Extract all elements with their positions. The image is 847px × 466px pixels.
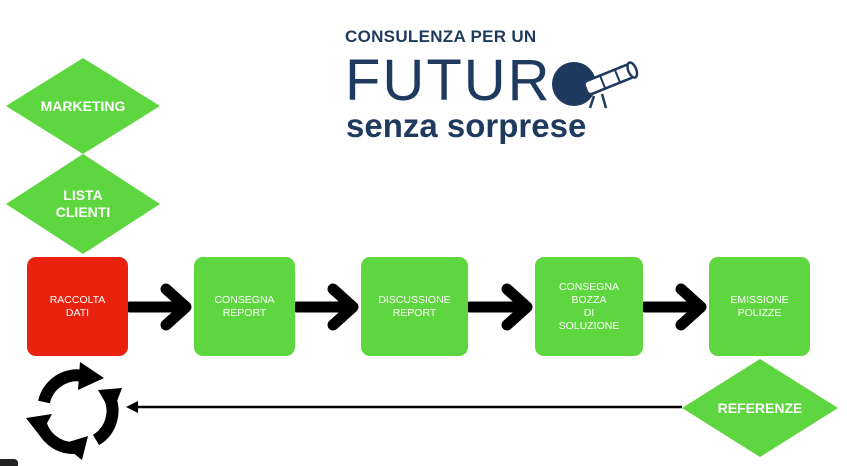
return-arrow <box>126 401 682 413</box>
step-raccolta-dati: RACCOLTA DATI <box>27 257 128 356</box>
arrow-right-icon <box>128 283 192 331</box>
telescope-icon <box>552 61 639 109</box>
arrow-right-icon <box>295 283 359 331</box>
logo-tagline-bottom: senza sorprese <box>346 107 587 144</box>
marketing-diamond: MARKETING <box>6 58 160 154</box>
arrow-right-icon <box>643 283 707 331</box>
step-consegna-report: CONSEGNA REPORT <box>194 257 295 356</box>
step-consegna-bozza: CONSEGNA BOZZA DI SOLUZIONE <box>535 257 643 356</box>
logo-title: FUTUR <box>345 48 552 113</box>
referenze-diamond: REFERENZE <box>682 359 838 457</box>
lista-clienti-diamond: LISTA CLIENTI <box>6 154 160 254</box>
lista-clienti-label: LISTA CLIENTI <box>55 187 111 220</box>
step-emissione-polizze: EMISSIONE POLIZZE <box>709 257 810 356</box>
corner-tab <box>0 459 18 466</box>
refresh-cycle-icon <box>26 362 122 460</box>
marketing-label: MARKETING <box>40 97 126 114</box>
logo-tagline-top: CONSULENZA PER UN <box>345 27 537 46</box>
step-discussione-report: DISCUSSIONE REPORT <box>361 257 468 356</box>
referenze-label: REFERENZE <box>717 399 803 416</box>
arrow-right-icon <box>468 283 533 331</box>
